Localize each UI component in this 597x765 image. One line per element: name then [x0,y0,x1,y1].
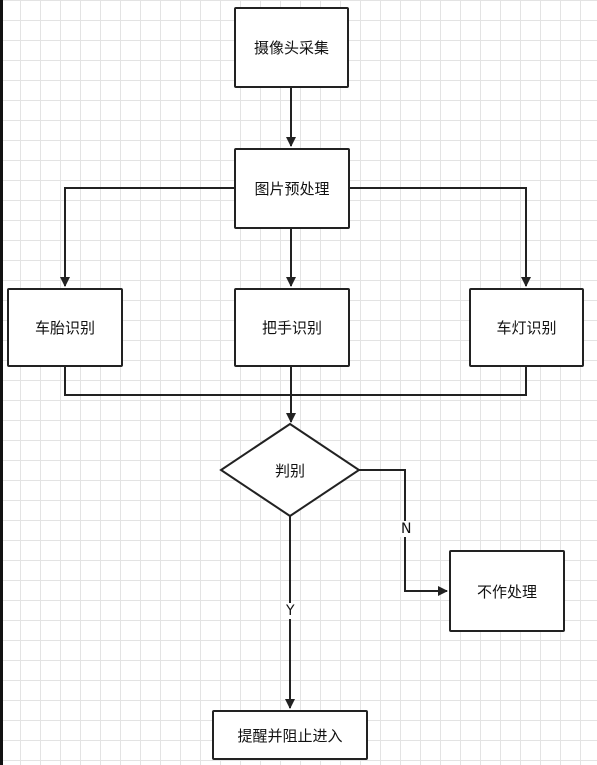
node-light: 车灯识别 [469,288,584,367]
edge-light-merge [291,367,527,396]
node-preprocess-label: 图片预处理 [254,180,330,198]
node-handle-label: 把手识别 [261,319,322,337]
edge-label-yes: Y [284,603,297,619]
node-alert: 提醒并阻止进入 [212,710,368,760]
node-camera-label: 摄像头采集 [253,39,329,57]
node-alert-label: 提醒并阻止进入 [237,726,343,745]
edge-label-no: N [399,521,414,537]
node-tire-label: 车胎识别 [34,319,95,337]
edge-tire-merge [64,367,291,396]
node-preprocess: 图片预处理 [234,148,350,229]
node-light-label: 车灯识别 [496,319,557,337]
node-tire: 车胎识别 [7,288,123,367]
node-judge-label: 判别 [274,462,305,480]
edge-preprocess-to-tire [60,187,235,287]
node-handle: 把手识别 [234,288,350,367]
edge-preprocess-to-light [350,187,531,287]
left-border [0,0,3,765]
node-camera: 摄像头采集 [234,7,349,88]
node-no-action: 不作处理 [449,550,565,632]
node-no-action-label: 不作处理 [476,582,537,601]
